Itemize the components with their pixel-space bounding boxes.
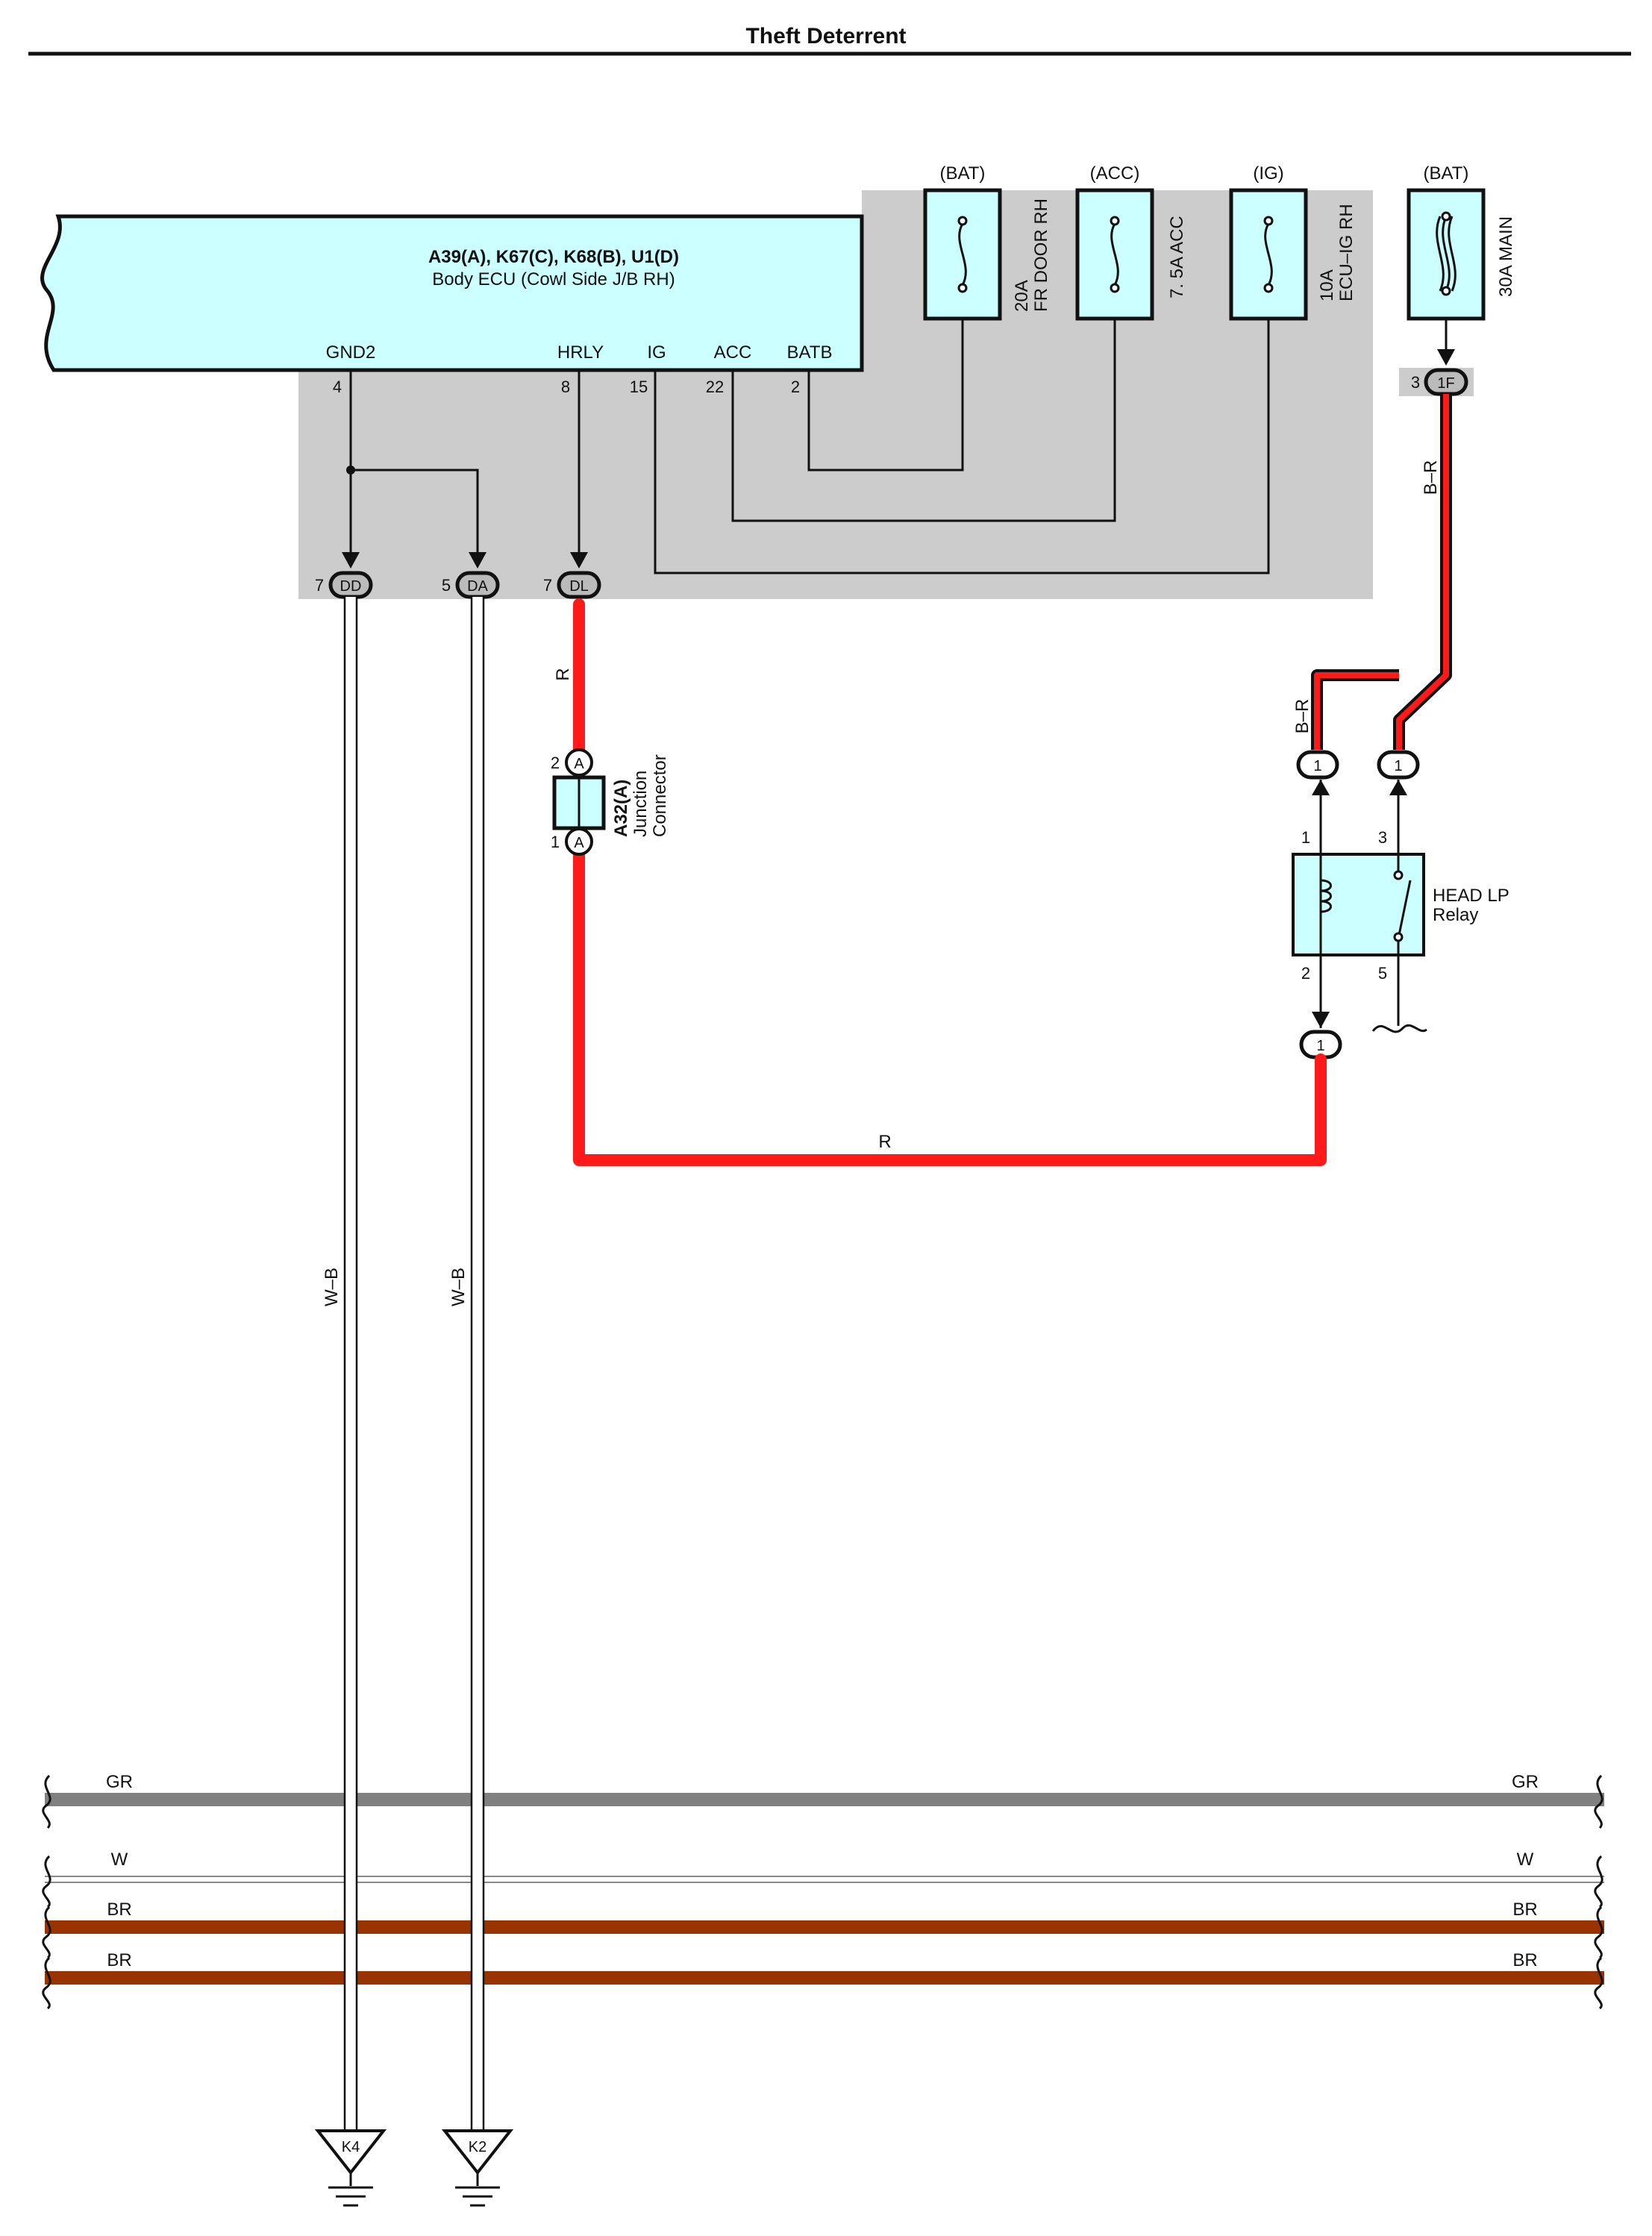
relay-pin-5: 5 — [1378, 964, 1387, 983]
wire-label-r-lower: R — [878, 1132, 891, 1152]
arrow-dl — [570, 552, 588, 569]
terminal-hrly-pin: 8 — [561, 378, 570, 396]
arrow-relay-out — [1312, 1012, 1330, 1028]
terminal-gnd2-pin: 4 — [333, 378, 342, 396]
bus-w-label-left: W — [111, 1850, 128, 1870]
ground-k4-label: K4 — [342, 2139, 360, 2155]
connector-relay-in-right — [1377, 750, 1420, 780]
connector-1f-pin: 3 — [1411, 373, 1420, 392]
connector-dl-pin: 7 — [543, 576, 552, 595]
wire-r-lower — [573, 848, 1327, 1166]
connector-relay-in-left — [1296, 750, 1339, 780]
arrow-dd — [342, 552, 360, 569]
relay-pin-1: 1 — [1301, 828, 1310, 847]
fuse-3-name: ECU–IG RH — [1336, 204, 1357, 301]
wire-gnd2-branch — [351, 469, 479, 556]
connector-dd-id: DD — [340, 578, 362, 595]
fuse-30a-main: (BAT) 30A MAIN — [1407, 163, 1516, 321]
connector-dl — [557, 571, 601, 599]
relay-pin-2: 2 — [1301, 964, 1310, 983]
connector-dl-id: DL — [569, 578, 589, 595]
bus-w-label-right: W — [1517, 1850, 1534, 1870]
bus-line-w — [45, 1876, 1604, 1883]
bus-br2-label-left: BR — [107, 1950, 131, 1970]
wire-label-r-upper: R — [553, 668, 573, 680]
junction-bottom-letter: A — [574, 835, 584, 851]
bus-break-marks — [42, 1774, 1603, 2010]
terminal-acc-label: ACC — [714, 342, 752, 363]
head-lp-relay — [1292, 853, 1425, 956]
ecu-name: Body ECU (Cowl Side J/B RH) — [432, 269, 675, 289]
wire-label-br-main: B–R — [1421, 460, 1441, 495]
connector-da-id: DA — [467, 578, 488, 595]
junction-pin-top: 2 — [551, 754, 560, 772]
terminal-batb-pin: 2 — [791, 378, 800, 396]
wire-br-relay-outline — [1311, 669, 1399, 750]
connector-da-pin: 5 — [442, 576, 451, 595]
terminal-batb-label: BATB — [787, 342, 833, 363]
terminal-hrly-label: HRLY — [557, 342, 604, 363]
wire-label-br-relay: B–R — [1292, 699, 1312, 734]
junction-block-shade — [298, 372, 1373, 599]
junction-top-letter: A — [574, 756, 584, 772]
fuse-4-amp: 30A MAIN — [1496, 216, 1516, 297]
wire-acc — [731, 318, 1116, 522]
wire-wb-right — [470, 597, 485, 2134]
junction-connector-a32 — [552, 748, 606, 856]
connector-relay-in-right-pin: 1 — [1394, 758, 1402, 774]
wire-label-wb-left: W–B — [322, 1268, 342, 1306]
wire-br-main — [1396, 394, 1449, 750]
fuse-1-name: FR DOOR RH — [1031, 198, 1051, 312]
wire-batb — [807, 318, 964, 472]
fuse-1-source: (BAT) — [940, 163, 986, 184]
terminal-acc-pin: 22 — [706, 378, 724, 396]
junction-line1: Junction — [631, 771, 651, 837]
junction-line2: Connector — [650, 754, 670, 837]
terminal-ig-pin: 15 — [630, 378, 648, 396]
relay-pin-3: 3 — [1378, 828, 1387, 847]
fuse-ecu-ig-rh: (IG) 10A ECU–IG RH — [1229, 163, 1357, 321]
fuse-3-source: (IG) — [1253, 163, 1283, 184]
terminal-ig-label: IG — [647, 342, 666, 363]
bus-br1-label-left: BR — [107, 1900, 131, 1920]
body-ecu-box — [40, 214, 864, 372]
fuse-fr-door-rh: (BAT) 20A FR DOOR RH — [923, 163, 1051, 321]
ground-k4 — [314, 2129, 387, 2207]
connector-relay-out-pin: 1 — [1316, 1038, 1324, 1054]
wire-break-mark — [1371, 1024, 1427, 1033]
arrow-relay-in-right — [1389, 780, 1407, 795]
fuse-4-source: (BAT) — [1424, 163, 1469, 184]
relay-name-line2: Relay — [1433, 905, 1478, 925]
arrow-da — [469, 552, 486, 569]
splice-point — [346, 466, 355, 475]
fuse-2-source: (ACC) — [1090, 163, 1140, 184]
bus-gr-label-left: GR — [106, 1772, 133, 1792]
fuse-3-amp: 10A — [1317, 269, 1337, 301]
ecu-connectors-label: A39(A), K67(C), K68(B), U1(D) — [428, 247, 679, 267]
arrow-relay-in-left — [1312, 780, 1330, 795]
connector-relay-in-left-pin: 1 — [1313, 758, 1321, 774]
fuse-2-amp: 7. 5A ACC — [1167, 216, 1187, 298]
relay-name-line1: HEAD LP — [1433, 886, 1509, 906]
connector-dd-pin: 7 — [315, 576, 324, 595]
junction-pin-bottom: 1 — [551, 833, 560, 851]
fuse-1-amp: 20A — [1012, 280, 1032, 312]
wire-wb-left — [343, 597, 358, 2134]
ground-k2-label: K2 — [469, 2139, 486, 2155]
arrow-1f — [1437, 349, 1455, 366]
fuse-acc: (ACC) 7. 5A ACC — [1075, 163, 1187, 321]
connector-1f-id: 1F — [1437, 375, 1454, 392]
bus-br2-label-right: BR — [1512, 1950, 1537, 1970]
wire-br-relay — [1314, 672, 1399, 750]
wire-label-wb-right: W–B — [448, 1268, 469, 1306]
page-title: Theft Deterrent — [745, 24, 906, 48]
ground-k2 — [441, 2129, 514, 2207]
terminal-gnd2-label: GND2 — [326, 342, 376, 363]
bus-gr-label-right: GR — [1512, 1772, 1539, 1792]
wire-ig — [654, 318, 1270, 574]
bus-br1-label-right: BR — [1512, 1900, 1537, 1920]
junction-code: A32(A) — [611, 780, 631, 837]
